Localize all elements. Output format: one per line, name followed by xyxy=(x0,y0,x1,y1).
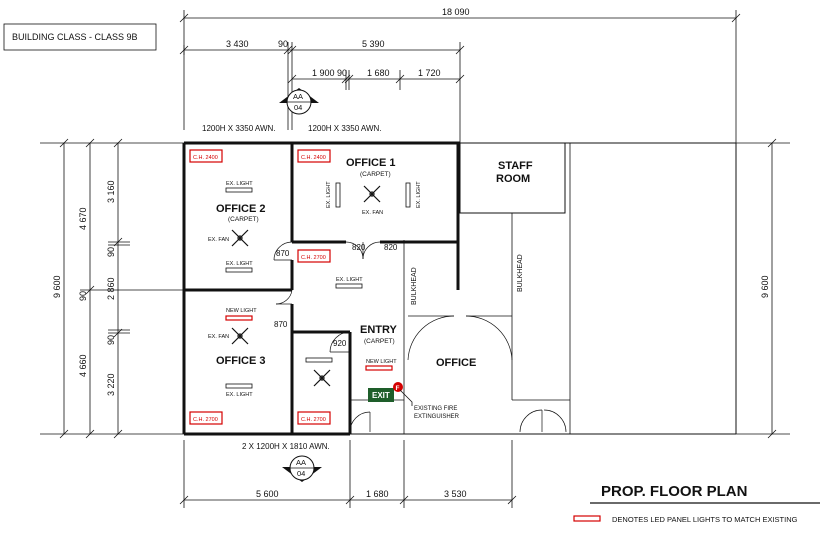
bulkhead-left-label: BULKHEAD xyxy=(411,267,418,305)
ceiling-tag-corr: C.H. 2700 xyxy=(301,417,326,423)
dimension-lines-top xyxy=(179,10,741,145)
dim-right-total: 9 600 xyxy=(760,275,770,298)
section-sheet-top: 04 xyxy=(294,103,302,112)
room-office-2: OFFICE 2 xyxy=(216,203,266,215)
ceiling-tag-entry: C.H. 2700 xyxy=(301,255,326,261)
fire-extinguisher-mark: F xyxy=(396,385,400,392)
room-staff-line1: STAFF xyxy=(498,160,533,172)
dimension-lines-right xyxy=(736,138,790,439)
dimension-lines-left xyxy=(40,138,184,439)
dim-top-a: 3 430 xyxy=(226,39,249,49)
awning-top-right: 1200H X 3350 AWN. xyxy=(308,124,382,133)
dim-top2-a: 1 900 xyxy=(312,68,335,78)
building-class-label: BUILDING CLASS - CLASS 9B xyxy=(12,32,138,42)
dim-left-2860: 2 860 xyxy=(106,277,116,300)
section-marker-top xyxy=(279,88,319,115)
awning-bottom: 2 X 1200H X 1810 AWN. xyxy=(242,442,330,451)
door-width-870b: 870 xyxy=(274,320,288,329)
building-class-box xyxy=(3,23,157,51)
room-office-1-floor: (CARPET) xyxy=(360,171,391,178)
ceiling-fans xyxy=(231,185,381,387)
ceiling-tag-o2: C.H. 2400 xyxy=(193,155,218,161)
dimension-lines-bottom xyxy=(179,440,517,508)
dim-left-total: 9 600 xyxy=(52,275,62,298)
legend-swatch xyxy=(573,515,601,522)
o2-light-top-label: EX. LIGHT xyxy=(226,181,253,187)
awning-top-left: 1200H X 3350 AWN. xyxy=(202,124,276,133)
ceiling-tags xyxy=(189,149,331,425)
extinguisher-note-line2: EXTINGUISHER xyxy=(414,414,460,420)
dim-bottom-c: 3 530 xyxy=(444,489,467,499)
entry-light-label: EX. LIGHT xyxy=(336,277,363,283)
o2-fan-label: EX. FAN xyxy=(208,237,229,243)
dim-left-4660: 4 660 xyxy=(78,354,88,377)
exterior-walls xyxy=(182,141,737,436)
o1-light-left-label: EX. LIGHT xyxy=(326,181,332,208)
room-office-3: OFFICE 3 xyxy=(216,355,266,367)
door-width-820a: 820 xyxy=(352,243,366,252)
dim-top2-d: 1 720 xyxy=(418,68,441,78)
o3-new-light-label: NEW LIGHT xyxy=(226,308,257,314)
dim-bottom-b: 1 680 xyxy=(366,489,389,499)
dim-top2-c: 1 680 xyxy=(367,68,390,78)
room-entry-floor: (CARPET) xyxy=(364,338,395,345)
plan-title: PROP. FLOOR PLAN xyxy=(601,483,747,500)
dim-left-3220: 3 220 xyxy=(106,373,116,396)
o1-fan-label: EX. FAN xyxy=(362,210,383,216)
doors xyxy=(273,241,567,433)
dim-left-3160: 3 160 xyxy=(106,180,116,203)
section-code-bottom: AA xyxy=(296,458,306,467)
door-width-870a: 870 xyxy=(276,249,290,258)
ceiling-tag-o3: C.H. 2700 xyxy=(193,417,218,423)
dim-top-c: 5 390 xyxy=(362,39,385,49)
section-sheet-bottom: 04 xyxy=(297,469,305,478)
o1-light-right-label: EX. LIGHT xyxy=(416,181,422,208)
section-marker-bottom xyxy=(282,455,322,482)
exit-sign xyxy=(368,388,394,402)
o3-light-label: EX. LIGHT xyxy=(226,392,253,398)
light-fittings xyxy=(225,182,411,389)
dim-bottom-a: 5 600 xyxy=(256,489,279,499)
o2-light-bottom-label: EX. LIGHT xyxy=(226,261,253,267)
door-width-820b: 820 xyxy=(384,243,398,252)
door-width-920: 920 xyxy=(333,339,347,348)
room-office-1: OFFICE 1 xyxy=(346,157,396,169)
fire-extinguisher-icon xyxy=(393,382,403,392)
room-office-2-floor: (CARPET) xyxy=(228,216,259,223)
extinguisher-leader xyxy=(399,389,413,406)
dim-top-b: 90 xyxy=(278,39,288,49)
dim-left-90: 90 xyxy=(78,291,88,301)
legend-text: DENOTES LED PANEL LIGHTS TO MATCH EXISTI… xyxy=(612,515,798,524)
bulkhead-right-label: BULKHEAD xyxy=(517,254,524,292)
room-entry: ENTRY xyxy=(360,324,398,336)
dim-overall: 18 090 xyxy=(442,7,470,17)
o3-fan-label: EX. FAN xyxy=(208,334,229,340)
ceiling-tag-o1: C.H. 2400 xyxy=(301,155,326,161)
dim-left-90b: 90 xyxy=(106,247,116,257)
dim-left-90c: 90 xyxy=(106,335,116,345)
dim-top2-b: 90 xyxy=(337,68,347,78)
entry-new-light-label: NEW LIGHT xyxy=(366,359,397,365)
room-staff-line2: ROOM xyxy=(496,173,530,185)
section-code-top: AA xyxy=(293,92,303,101)
exit-sign-label: EXIT xyxy=(372,391,390,400)
room-office: OFFICE xyxy=(436,357,476,369)
interior-walls xyxy=(184,143,458,434)
dim-left-4670: 4 670 xyxy=(78,207,88,230)
extinguisher-note-line1: EXISTING FIRE xyxy=(414,406,457,412)
